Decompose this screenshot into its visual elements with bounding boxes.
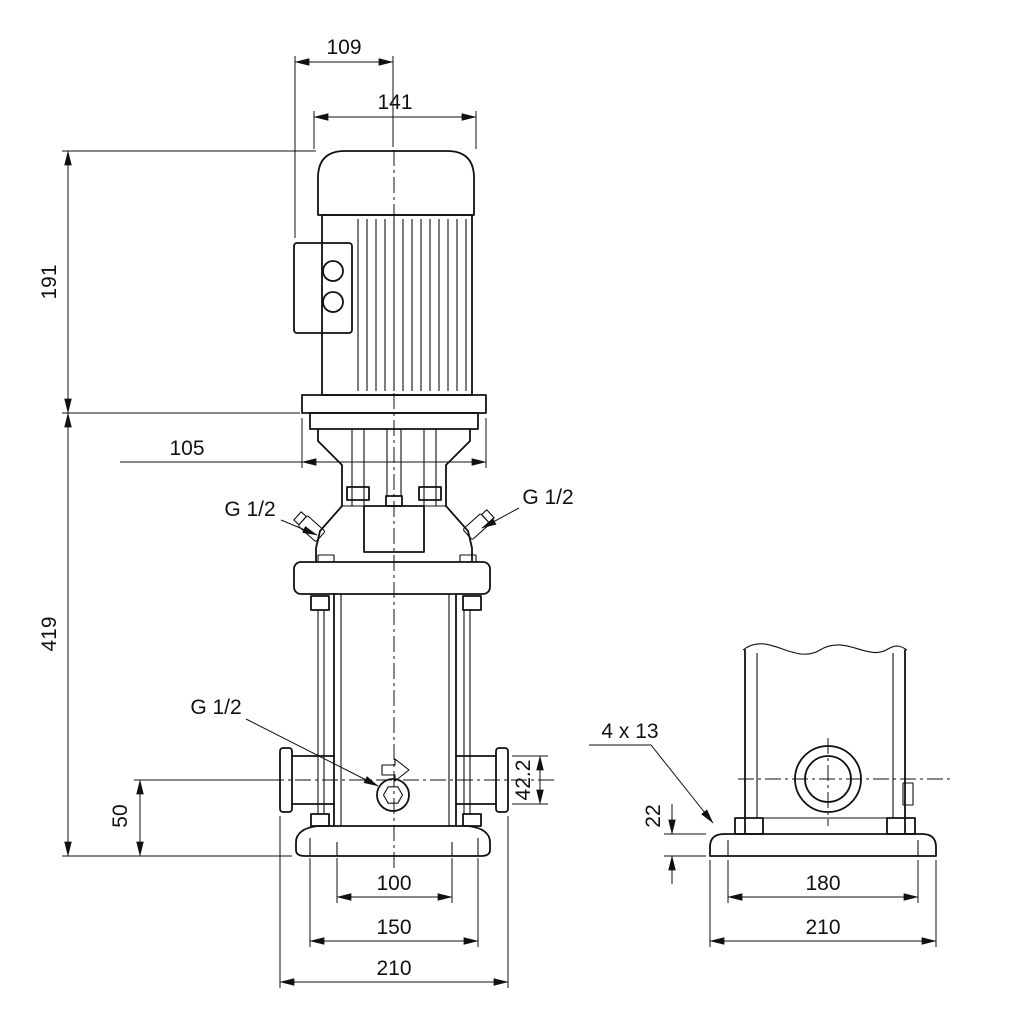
bolt-holes-label: 4 x 13 xyxy=(601,720,658,743)
staybolt-nut xyxy=(310,595,330,611)
dim-141-label: 141 xyxy=(377,91,412,114)
dim-42-2-label: 42.2 xyxy=(512,760,535,801)
inlet-port-left xyxy=(279,747,335,813)
g12-top-right-label: G 1/2 xyxy=(522,486,573,509)
coupling-guard xyxy=(317,428,471,507)
dim-180: 180 xyxy=(727,860,919,903)
label-bolt-holes: 4 x 13 xyxy=(589,720,714,824)
base-lug xyxy=(734,817,764,835)
terminal-box xyxy=(293,242,353,334)
dim-50-label: 50 xyxy=(109,804,132,827)
dim-109-label: 109 xyxy=(326,36,361,59)
dim-105: 105 xyxy=(120,418,487,468)
vent-plug-right xyxy=(463,509,495,540)
leader-g12-top-left xyxy=(280,519,318,536)
dim-22: 22 xyxy=(642,804,706,884)
dim-109: 109 xyxy=(294,36,394,238)
g12-top-left-label: G 1/2 xyxy=(224,498,275,521)
dim-100-label: 100 xyxy=(376,872,411,895)
dim-105-label: 105 xyxy=(169,437,204,460)
dim-191-label: 191 xyxy=(38,264,61,299)
motor-flange-lower xyxy=(309,412,479,430)
dim-22-label: 22 xyxy=(642,804,665,827)
base-lug xyxy=(886,817,916,835)
drain-plug xyxy=(376,778,410,812)
cable-entry-hole xyxy=(322,291,344,313)
leader-bolt-holes xyxy=(589,744,714,824)
dim-42-2: 42.2 xyxy=(512,755,548,805)
staybolt-nut xyxy=(310,813,330,827)
leader-g12-top-right xyxy=(481,507,520,529)
g12-drain-label: G 1/2 xyxy=(190,696,241,719)
guard-bolt xyxy=(418,486,442,501)
dimensions: 109 141 191 419 105 xyxy=(38,36,937,988)
label-g12-top-right: G 1/2 xyxy=(481,486,574,529)
motor-fins xyxy=(357,219,467,391)
vent-plug-left xyxy=(293,511,325,542)
break-line xyxy=(742,643,908,655)
dim-210-side: 210 xyxy=(709,860,937,947)
dim-210-side-label: 210 xyxy=(805,916,840,939)
centerlines xyxy=(268,150,950,868)
side-view xyxy=(709,643,937,857)
dim-150-label: 150 xyxy=(376,916,411,939)
cable-entry-hole xyxy=(322,260,344,282)
dim-419: 419 xyxy=(38,412,292,857)
dim-210-front-label: 210 xyxy=(376,957,411,980)
dim-210-front: 210 xyxy=(279,816,509,988)
dim-150: 150 xyxy=(309,858,479,947)
base-side xyxy=(709,833,937,857)
base-front xyxy=(295,825,491,857)
front-view xyxy=(279,150,509,857)
dim-419-label: 419 xyxy=(38,616,61,651)
label-g12-top-left: G 1/2 xyxy=(224,498,318,536)
motor-fan-cover xyxy=(317,150,475,216)
dim-180-label: 180 xyxy=(805,872,840,895)
outlet-port-right xyxy=(455,747,509,813)
staybolt-nut xyxy=(462,595,482,611)
flow-direction-arrow xyxy=(381,758,410,782)
staybolt-nut xyxy=(462,813,482,827)
label-g12-drain: G 1/2 xyxy=(190,696,379,787)
side-port xyxy=(794,745,862,813)
motor-body xyxy=(321,214,473,396)
pump-head-flange xyxy=(293,554,491,595)
port-flange-left xyxy=(279,747,293,813)
dim-50: 50 xyxy=(109,779,268,857)
leader-g12-drain xyxy=(245,718,379,787)
chamber-stack xyxy=(310,593,482,827)
side-plug xyxy=(902,782,914,806)
dim-191: 191 xyxy=(38,150,316,414)
dim-100: 100 xyxy=(336,858,453,903)
port-flange-right xyxy=(495,747,509,813)
guard-bolt xyxy=(346,486,370,501)
dim-141: 141 xyxy=(313,91,477,149)
